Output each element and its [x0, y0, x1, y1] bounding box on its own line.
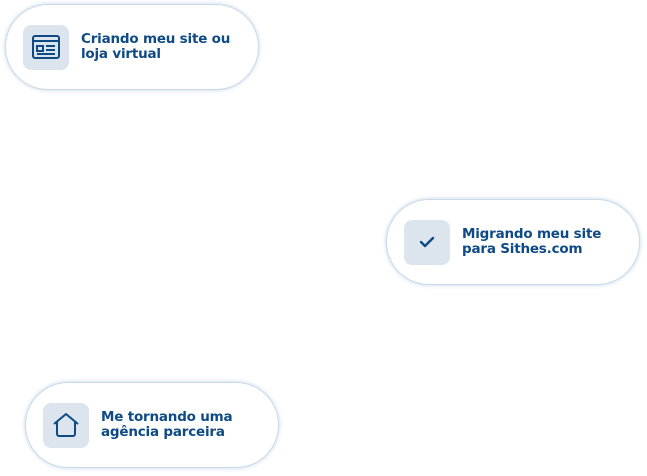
label-line: agência parceira: [101, 424, 225, 440]
label-line: Me tornando uma: [101, 409, 233, 425]
label-line: loja virtual: [81, 46, 161, 62]
option-migrate-site[interactable]: Migrando meu site para Sithes.com: [386, 199, 640, 285]
check-icon: [404, 219, 450, 265]
option-label: Criando meu site ou loja virtual: [81, 32, 230, 62]
label-line: para Sithes.com: [462, 241, 583, 257]
option-create-site[interactable]: Criando meu site ou loja virtual: [5, 4, 259, 90]
option-partner-agency[interactable]: Me tornando uma agência parceira: [25, 382, 279, 468]
home-icon: [43, 402, 89, 448]
option-label: Me tornando uma agência parceira: [101, 409, 233, 440]
option-label: Migrando meu site para Sithes.com: [462, 227, 601, 257]
label-line: Migrando meu site: [462, 226, 602, 242]
label-line: Criando meu site ou: [81, 31, 231, 47]
website-icon: [23, 24, 69, 70]
